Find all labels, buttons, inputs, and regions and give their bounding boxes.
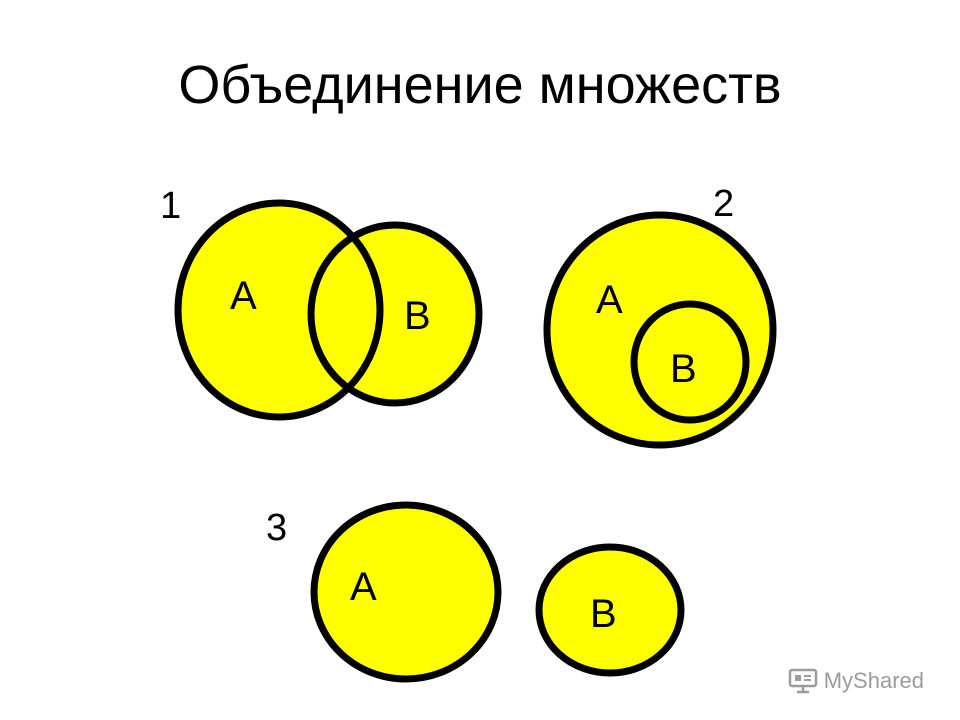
set-b-label: B <box>404 294 431 338</box>
case-3-number: 3 <box>266 507 287 549</box>
watermark-text: MyShared <box>823 668 924 693</box>
set-b-label: B <box>670 347 697 391</box>
set-a-circle-outline <box>174 199 384 421</box>
case-1-number: 1 <box>160 185 181 227</box>
set-a-label: A <box>350 565 377 609</box>
case-2-number: 2 <box>713 183 734 225</box>
watermark: MyShared <box>788 668 924 694</box>
set-b-circle-outline <box>307 221 483 407</box>
set-a-label: A <box>230 274 257 318</box>
set-b-circle <box>535 543 685 677</box>
set-a-label: A <box>596 278 623 322</box>
case-1-overlapping: 1 A B <box>160 185 483 421</box>
case-3-disjoint: 3 A B <box>266 501 685 683</box>
set-b-circle-fill <box>311 225 479 403</box>
case-2-subset: 2 A B <box>543 183 777 449</box>
set-b-label: B <box>590 592 617 636</box>
set-b-circle <box>630 300 750 424</box>
page-title: Объединение множеств <box>178 55 782 115</box>
set-a-circle <box>310 501 502 683</box>
presentation-board-icon <box>788 668 817 694</box>
